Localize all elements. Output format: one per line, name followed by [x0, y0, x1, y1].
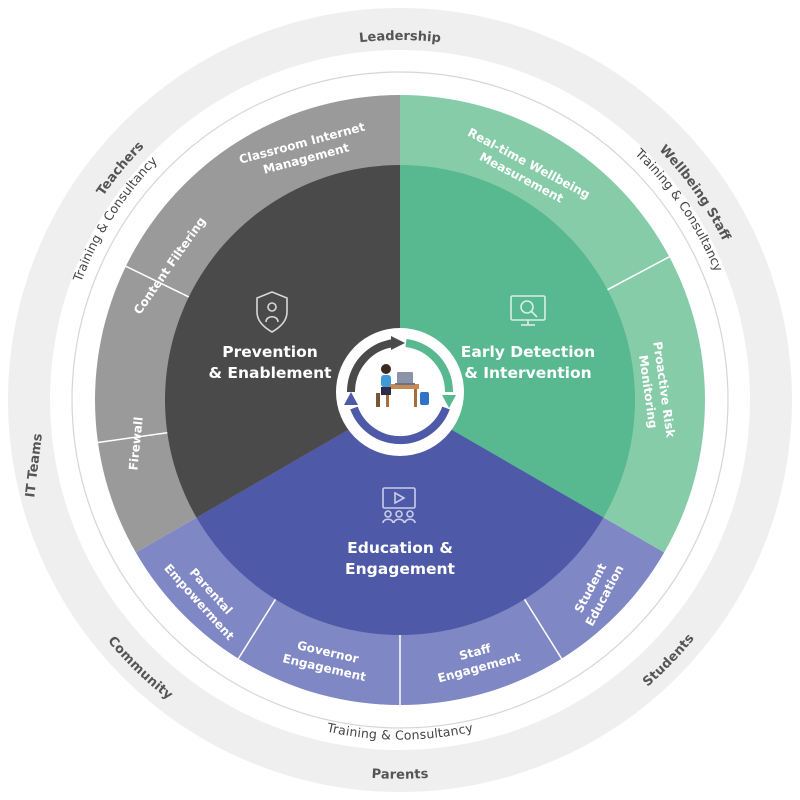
segment-firewall[interactable]: Firewall — [126, 416, 146, 471]
pillar-prevention-title-line1: Prevention — [222, 343, 318, 361]
stakeholder-parents: Parents — [371, 767, 429, 783]
svg-text:Firewall: Firewall — [126, 416, 146, 471]
sep-classroom-content — [125, 265, 190, 298]
arrow-head-detection — [391, 336, 405, 350]
pillar-detection-title-line1: Early Detection — [461, 343, 595, 361]
pillar-education-engagement[interactable]: Education & Engagement — [345, 487, 456, 578]
arrow-head-education — [442, 395, 456, 408]
center-hub — [336, 328, 464, 456]
sep-realtime-risk — [607, 256, 670, 291]
detection-core-wedge — [400, 165, 635, 518]
student-at-desk-icon — [376, 364, 429, 407]
training-ring-line — [71, 71, 729, 729]
pillar-prevention-title-line2: & Enablement — [208, 364, 332, 382]
sep-governor-parental — [237, 598, 277, 660]
pillar-detection-title-line2: & Intervention — [464, 364, 591, 382]
sep-content-firewall — [97, 431, 168, 444]
cycle-arrows-icon — [346, 339, 454, 445]
shield-person-icon — [256, 291, 288, 333]
sep-student-staff — [523, 598, 563, 660]
presentation-audience-icon — [382, 487, 416, 524]
pillar-education-title-line2: Engagement — [345, 560, 455, 578]
pillar-education-title-line1: Education & — [347, 539, 453, 557]
stakeholder-leadership: Leadership — [358, 29, 441, 46]
arrow-head-prevention — [344, 392, 358, 405]
prevention-core-wedge — [165, 165, 400, 518]
monitor-magnifier-icon — [510, 295, 546, 326]
pillar-prevention-enablement[interactable]: Prevention & Enablement — [208, 291, 332, 382]
pillar-early-detection-intervention[interactable]: Early Detection & Intervention — [461, 295, 595, 382]
